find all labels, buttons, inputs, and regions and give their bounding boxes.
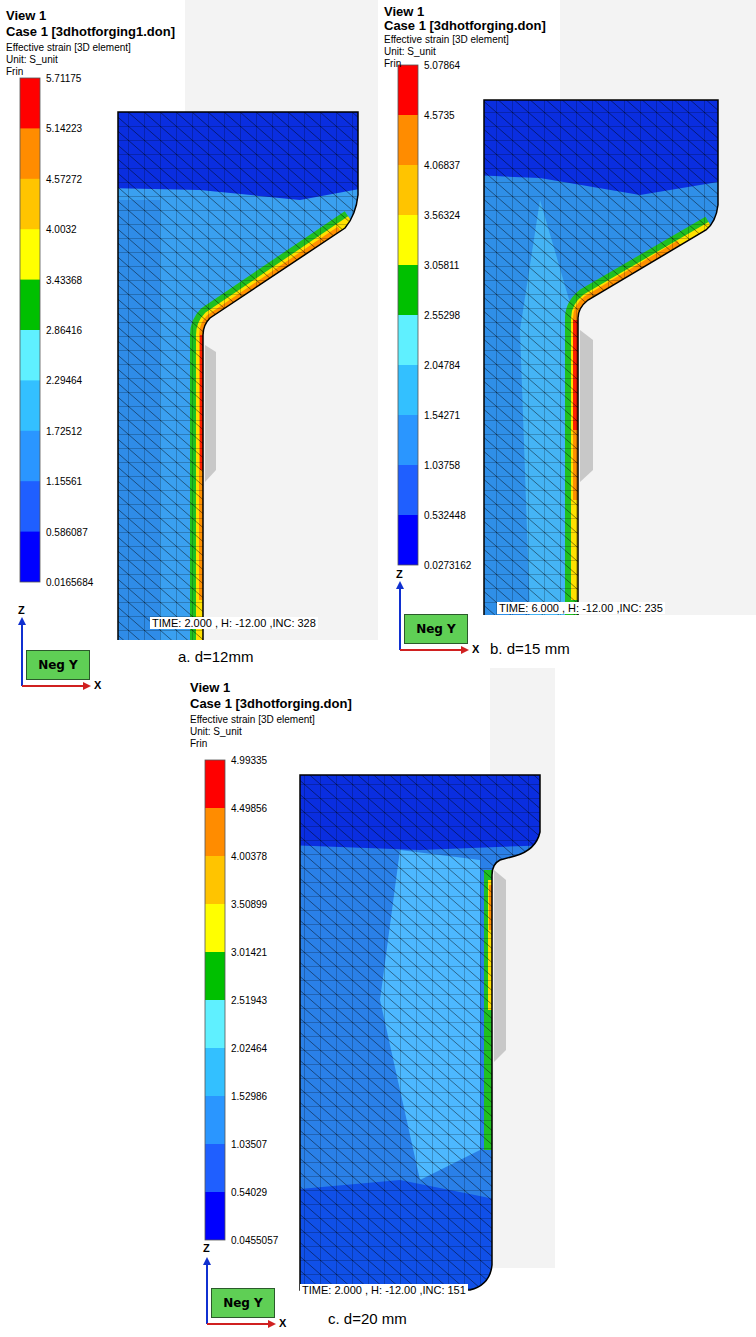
frame-label: Frin	[384, 58, 401, 69]
scale-value: 5.07864	[424, 60, 460, 71]
scale-value: 4.57272	[46, 173, 82, 184]
unit-label: Unit: S_unit	[384, 46, 436, 57]
quantity-name: Effective strain [3D element]	[6, 42, 131, 53]
unit-label: Unit: S_unit	[6, 54, 58, 65]
axis-label: X	[94, 679, 101, 691]
scale-value: 3.56324	[424, 210, 460, 221]
figure-caption: a. d=12mm	[178, 648, 253, 665]
frame-label: Frin	[190, 738, 207, 749]
case-title: Case 1 [3dhotforging.don]	[190, 696, 352, 711]
view-cube-button: Neg Y	[404, 614, 468, 644]
scale-value: 1.52986	[231, 1091, 267, 1102]
quantity-name: Effective strain [3D element]	[384, 34, 509, 45]
scale-value: 2.51943	[231, 995, 267, 1006]
unit-label: Unit: S_unit	[190, 726, 242, 737]
view-title: View 1	[384, 4, 424, 19]
axis-label: X	[472, 643, 479, 655]
axis-label: Z	[203, 1242, 210, 1254]
scale-value: 4.06837	[424, 160, 460, 171]
case-title: Case 1 [3dhotforging1.don]	[6, 24, 175, 39]
view-title: View 1	[6, 8, 46, 23]
scale-value: 2.02464	[231, 1043, 267, 1054]
axis-label: X	[279, 1317, 286, 1329]
scale-value: 0.0455057	[231, 1235, 278, 1246]
scale-value: 1.03507	[231, 1139, 267, 1150]
scale-value: 0.532448	[424, 510, 466, 521]
scale-value: 5.71175	[46, 73, 81, 84]
scale-value: 0.0273162	[424, 560, 471, 571]
scale-value: 3.05811	[424, 260, 459, 271]
scale-value: 3.01421	[231, 947, 267, 958]
quantity-name: Effective strain [3D element]	[190, 714, 315, 725]
scale-value: 0.0165684	[46, 577, 93, 588]
status-text: TIME: 2.000 , H: -12.00 ,INC: 328	[150, 617, 318, 629]
status-text: TIME: 2.000 , H: -12.00 ,INC: 151	[300, 1284, 468, 1296]
scale-value: 0.586087	[46, 526, 88, 537]
scale-value: 4.00378	[231, 851, 267, 862]
axis-label: Z	[396, 568, 403, 580]
scale-value: 1.54271	[424, 410, 460, 421]
scale-value: 3.50899	[231, 899, 267, 910]
view-name: Neg Y	[416, 622, 456, 636]
figure-caption: c. d=20 mm	[328, 1310, 407, 1327]
view-title: View 1	[190, 680, 230, 695]
view-cube-button: Neg Y	[211, 1288, 275, 1318]
scale-value: 0.54029	[231, 1187, 267, 1198]
scale-value: 4.99335	[231, 755, 267, 766]
scale-value: 1.15561	[46, 476, 82, 487]
scale-value: 4.49856	[231, 803, 267, 814]
view-name: Neg Y	[223, 1296, 263, 1310]
view-name: Neg Y	[38, 658, 78, 672]
scale-value: 1.72512	[46, 425, 82, 436]
status-text: TIME: 6.000 , H: -12.00 ,INC: 235	[497, 602, 665, 614]
figure-caption: b. d=15 mm	[490, 640, 570, 657]
scale-value: 2.55298	[424, 310, 460, 321]
case-title: Case 1 [3dhotforging.don]	[384, 18, 546, 33]
view-cube-button: Neg Y	[26, 650, 90, 680]
scale-value: 1.03758	[424, 460, 460, 471]
scale-value: 5.14223	[46, 123, 82, 134]
scale-value: 2.86416	[46, 325, 82, 336]
frame-label: Frin	[6, 66, 23, 77]
scale-value: 4.5735	[424, 110, 455, 121]
axis-label: Z	[18, 604, 25, 616]
scale-value: 4.0032	[46, 224, 77, 235]
scale-value: 2.04784	[424, 360, 460, 371]
scale-value: 2.29464	[46, 375, 82, 386]
scale-value: 3.43368	[46, 274, 82, 285]
